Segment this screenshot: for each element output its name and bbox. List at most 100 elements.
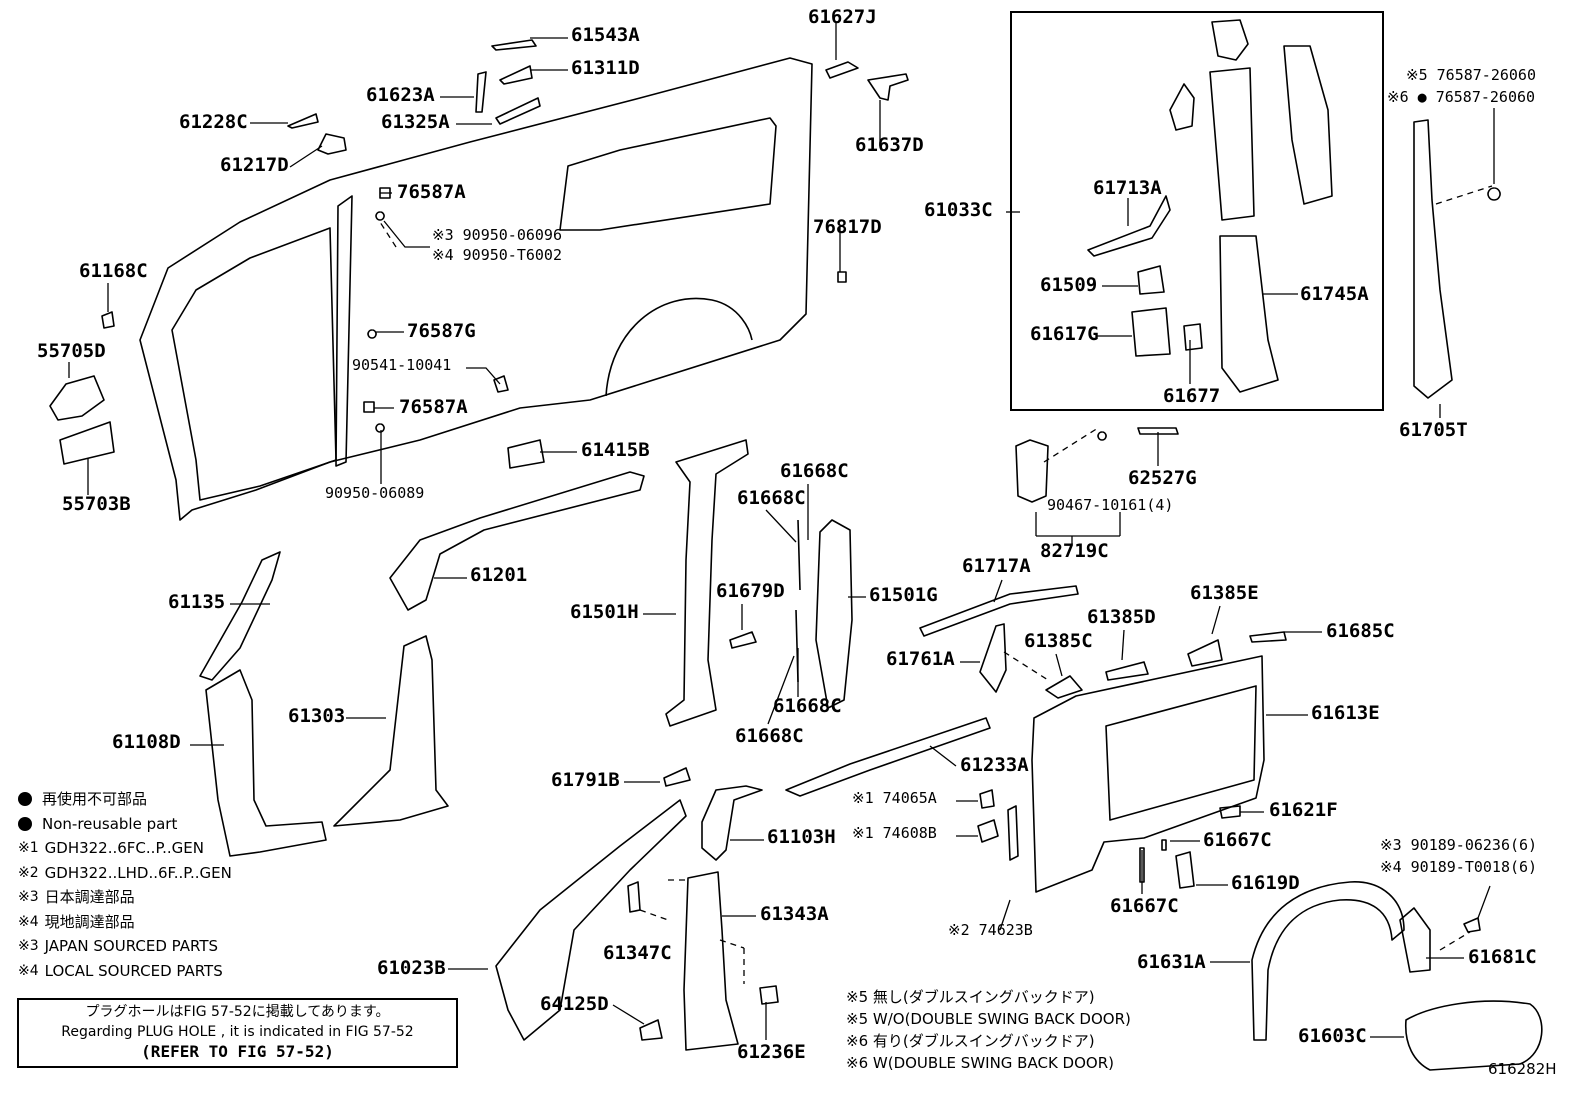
part-label-61023b: 61023B xyxy=(377,957,446,979)
grommet-76587-26060 xyxy=(1487,187,1501,201)
part-label-90189-06236: ※3 90189-06236(6) xyxy=(1380,836,1538,854)
legend-marker: ※4 xyxy=(18,962,39,979)
part-61761A xyxy=(979,623,1007,693)
part-label-90950-06089: 90950-06089 xyxy=(325,484,425,502)
legend-row: 再使用不可部品 xyxy=(18,787,232,812)
grommet-76587G xyxy=(367,329,377,339)
leader-line xyxy=(1477,885,1491,919)
part-61325A xyxy=(495,97,541,125)
part-61033C-upper xyxy=(1211,19,1249,61)
figure-id: 616282H xyxy=(1488,1060,1557,1078)
part-label-61385d: 61385D xyxy=(1087,606,1156,628)
part-61631A xyxy=(1251,881,1405,1041)
part-61627J xyxy=(825,61,859,79)
note-reference: (REFER TO FIG 57-52) xyxy=(141,1042,334,1061)
part-label-61681c: 61681C xyxy=(1468,946,1537,968)
leader-line xyxy=(383,220,430,248)
leader-line xyxy=(1055,653,1063,677)
part-61217D xyxy=(317,133,347,155)
leader-line xyxy=(929,745,957,767)
part-61108D xyxy=(205,669,327,857)
part-label-61668c-c: 61668C xyxy=(773,695,842,717)
legend-text: 日本調達部品 xyxy=(44,888,135,906)
clip-90467-10161 xyxy=(1097,431,1107,441)
part-61233A xyxy=(785,717,991,797)
part-61347C xyxy=(627,881,641,913)
part-label-61033c: 61033C xyxy=(924,199,993,221)
part-label-61668c-d: 61668C xyxy=(735,725,804,747)
part-61791B xyxy=(663,767,691,787)
part-61677 xyxy=(1183,323,1203,351)
part-61745A xyxy=(1219,235,1279,393)
part-61385C xyxy=(1045,675,1083,699)
part-label-61501g: 61501G xyxy=(869,584,938,606)
part-61228C xyxy=(287,113,319,129)
part-64125D xyxy=(639,1019,663,1041)
part-61168C xyxy=(101,311,115,329)
part-61033C-tall xyxy=(1209,67,1255,221)
clip-90189 xyxy=(1463,917,1481,933)
part-label-61667c-a: 61667C xyxy=(1203,829,1272,851)
part-label-61108d: 61108D xyxy=(112,731,181,753)
part-74623B xyxy=(1007,805,1019,861)
part-61103H xyxy=(701,785,763,861)
part-label-61325a: 61325A xyxy=(381,111,450,133)
wheel-arch xyxy=(605,297,753,397)
part-label-82719c: 82719C xyxy=(1040,540,1109,562)
part-61415B xyxy=(507,439,545,469)
non-reusable-dot-icon xyxy=(18,792,32,807)
part-label-61679d: 61679D xyxy=(716,580,785,602)
non-reusable-dot-icon xyxy=(18,816,32,831)
dashed-connector-line xyxy=(719,939,745,949)
note-text: ※6 W(DOUBLE SWING BACK DOOR) xyxy=(846,1054,1114,1072)
part-label-61617g: 61617G xyxy=(1030,323,1099,345)
part-61343A xyxy=(683,871,739,1051)
leader-line xyxy=(1211,605,1221,635)
part-55705D xyxy=(49,375,105,421)
back-door-notes: ※5 無し(ダブルスイングバックドア) ※5 W/O(DOUBLE SWING … xyxy=(846,986,1131,1074)
note-line-ja: プラグホールはFIG 57-52に掲載してあります。 xyxy=(85,1004,390,1020)
grommet-90950-06089 xyxy=(375,423,385,433)
part-label-61603c: 61603C xyxy=(1298,1025,1367,1047)
note-text: ※6 有り(ダブルスイングバックドア) xyxy=(846,1032,1095,1050)
side-panel-window-front xyxy=(171,227,337,501)
part-82719C xyxy=(1015,439,1049,503)
part-label-61621f: 61621F xyxy=(1269,799,1338,821)
part-74065A xyxy=(979,789,995,809)
part-label-61623a: 61623A xyxy=(366,84,435,106)
part-61603C xyxy=(1405,1000,1543,1071)
part-label-61717a: 61717A xyxy=(962,555,1031,577)
note-text: ※5 W/O(DOUBLE SWING BACK DOOR) xyxy=(846,1010,1131,1028)
part-61509 xyxy=(1137,265,1165,295)
leader-line xyxy=(767,655,795,725)
part-61621F xyxy=(1219,805,1241,819)
clip-76587A-bot xyxy=(363,401,375,413)
legend-text: LOCAL SOURCED PARTS xyxy=(44,961,223,980)
part-label-62527g: 62527G xyxy=(1128,467,1197,489)
legend-row: Non-reusable part xyxy=(18,812,232,837)
part-61617G xyxy=(1131,307,1171,357)
part-61236E xyxy=(759,985,779,1005)
legend-text: Non-reusable part xyxy=(42,814,178,833)
part-61201 xyxy=(389,471,645,611)
legend-marker: ※4 xyxy=(18,913,39,930)
part-55703B xyxy=(59,421,115,465)
part-label-61543a: 61543A xyxy=(571,24,640,46)
side-panel-window-rear xyxy=(559,117,777,231)
part-61623A xyxy=(475,71,487,113)
part-label-61745a: 61745A xyxy=(1300,283,1369,305)
part-label-61667c-b: 61667C xyxy=(1110,895,1179,917)
part-label-61311d: 61311D xyxy=(571,57,640,79)
part-label-61168c: 61168C xyxy=(79,260,148,282)
dashed-connector-line xyxy=(1439,931,1471,951)
part-61619D xyxy=(1175,851,1195,889)
part-label-61236e: 61236E xyxy=(737,1041,806,1063)
part-label-61233a: 61233A xyxy=(960,754,1029,776)
leader-line xyxy=(993,579,1003,603)
leader-line xyxy=(1121,629,1125,661)
note-line-en: Regarding PLUG HOLE , it is indicated in… xyxy=(61,1024,414,1040)
part-61311D xyxy=(499,65,533,85)
plug-90541-10041 xyxy=(493,375,509,393)
